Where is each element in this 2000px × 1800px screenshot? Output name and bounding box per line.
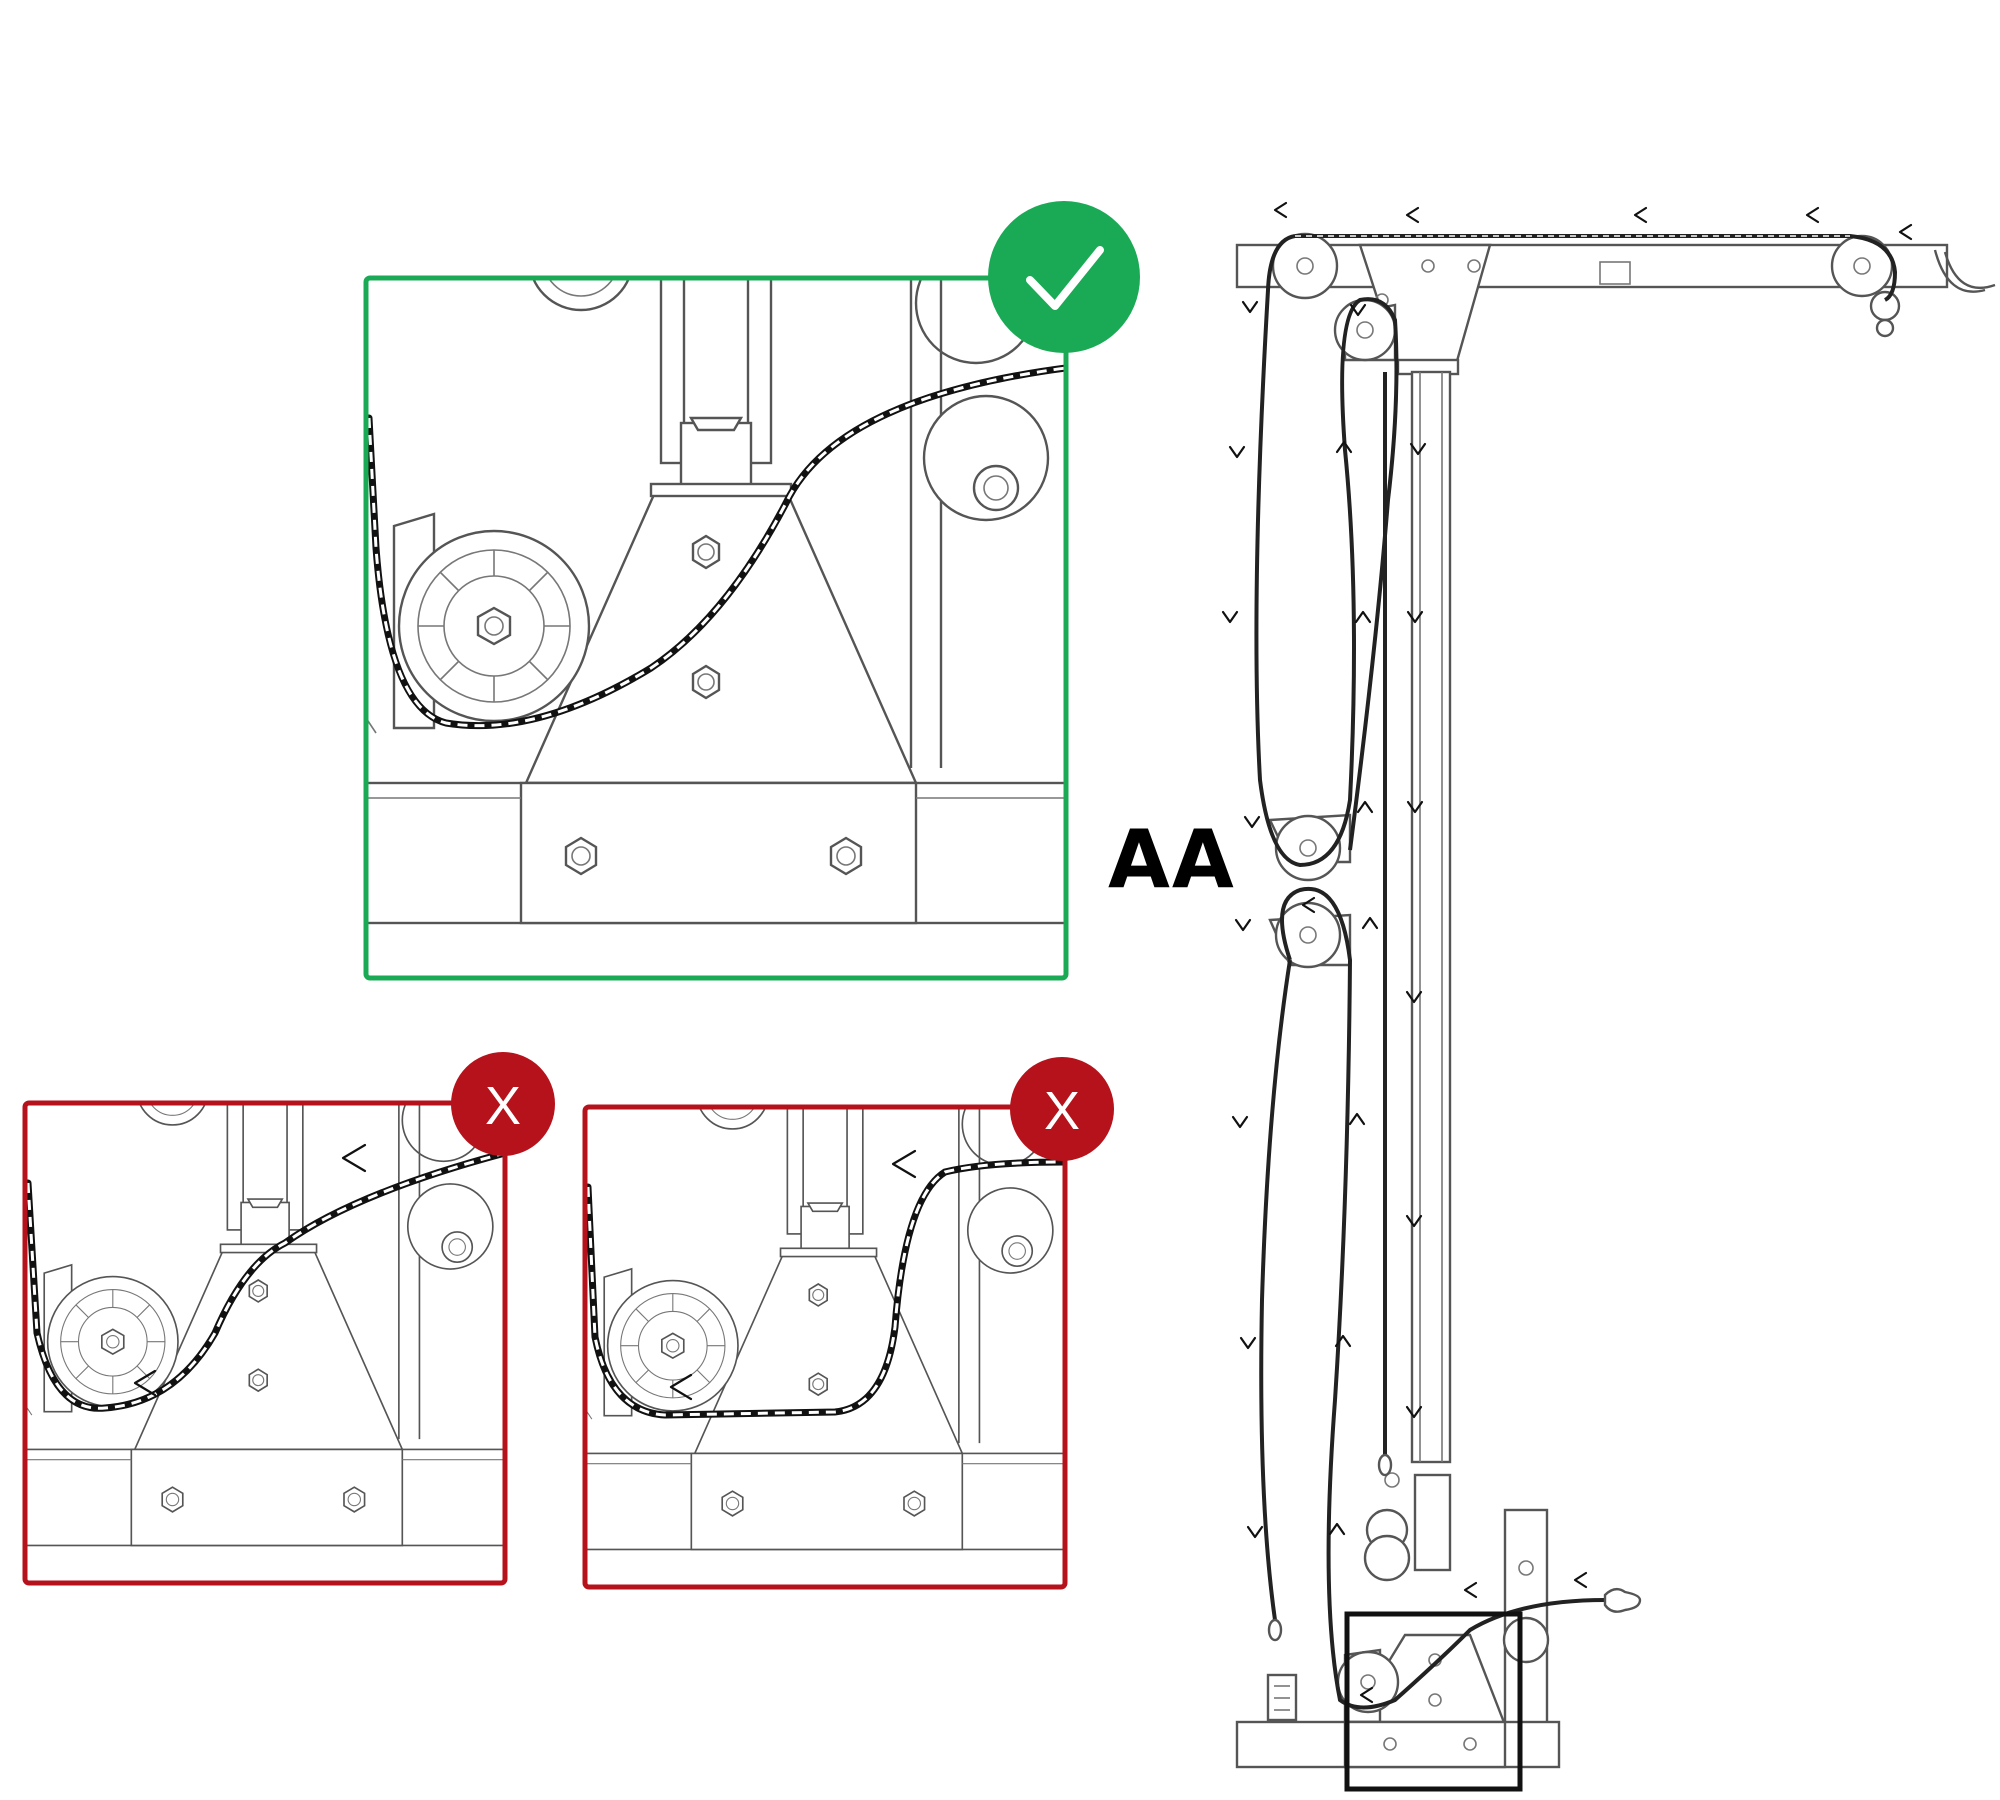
incorrect-routing-panel-1 bbox=[22, 1100, 508, 1586]
correct-badge bbox=[988, 201, 1140, 353]
cable-run bbox=[1254, 234, 1898, 1710]
checkmark-icon bbox=[1026, 246, 1104, 310]
correct-routing-panel bbox=[363, 275, 1069, 981]
section-label-aa: AA bbox=[1108, 813, 1236, 906]
incorrect-badge-1: X bbox=[451, 1052, 555, 1156]
incorrect-routing-panel-2 bbox=[582, 1104, 1068, 1590]
machine-overview bbox=[1221, 201, 1996, 1792]
correct-panel-border bbox=[363, 275, 1069, 981]
x-icon: X bbox=[1044, 1081, 1080, 1141]
x-icon: X bbox=[485, 1076, 521, 1136]
incorrect-badge-2: X bbox=[1010, 1057, 1114, 1161]
detail-highlight-box bbox=[1344, 1611, 1523, 1792]
incorrect-panel-2-border bbox=[582, 1104, 1068, 1590]
incorrect-panel-1-border bbox=[22, 1100, 508, 1586]
